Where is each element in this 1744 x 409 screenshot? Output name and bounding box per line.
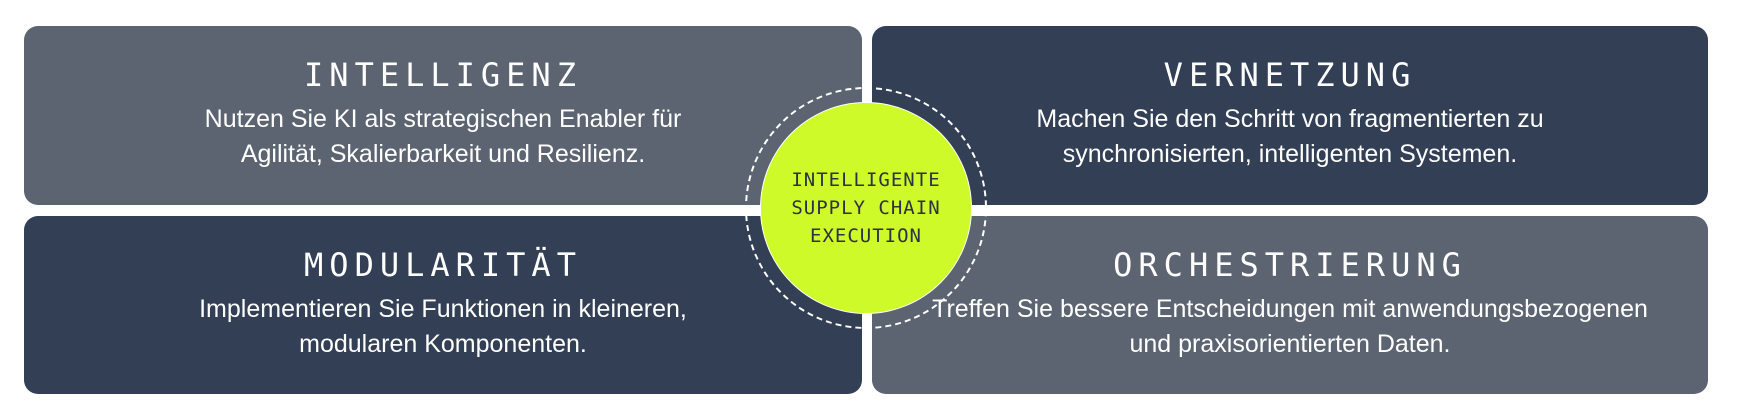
quadrant-vernetzung: VERNETZUNG Machen Sie den Schritt von fr… <box>872 26 1708 205</box>
quadrant-title: VERNETZUNG <box>1163 56 1417 94</box>
quadrant-text: Treffen Sie bessere Entscheidungen mit a… <box>932 294 1648 358</box>
quadrant-title: MODULARITÄT <box>304 245 582 284</box>
quadrant-text: Machen Sie den Schritt von fragmentierte… <box>1036 105 1544 168</box>
quadrant-orchestrierung: ORCHESTRIERUNG Treffen Sie bessere Entsc… <box>872 216 1708 394</box>
center-hub: INTELLIGENTE SUPPLY CHAIN EXECUTION <box>761 103 971 313</box>
quadrant-title: ORCHESTRIERUNG <box>1113 245 1467 284</box>
quadrant-text: Implementieren Sie Funktionen in kleiner… <box>199 294 687 358</box>
quadrant-intelligenz: INTELLIGENZ Nutzen Sie KI als strategisc… <box>24 26 862 205</box>
hub-line: EXECUTION <box>810 225 922 247</box>
hub-line: SUPPLY CHAIN <box>791 197 941 219</box>
quadrant-title: INTELLIGENZ <box>304 56 582 94</box>
hub-dashed-ring <box>745 87 987 329</box>
quadrant-modularitaet: MODULARITÄT Implementieren Sie Funktione… <box>24 216 862 394</box>
hub-line: INTELLIGENTE <box>791 169 941 191</box>
quadrant-text: Nutzen Sie KI als strategischen Enabler … <box>204 105 682 168</box>
